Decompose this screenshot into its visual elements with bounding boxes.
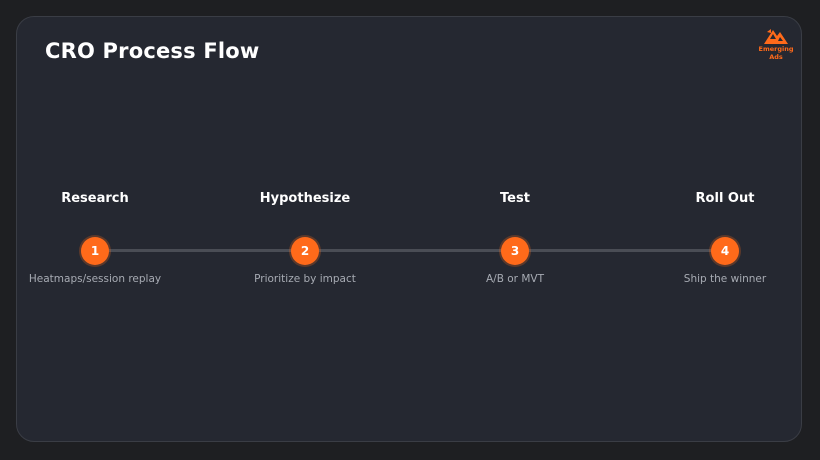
logo-text-line2: Ads [769, 53, 783, 61]
step-number-badge: 4 [711, 237, 739, 265]
step-description: Heatmaps/session replay [28, 273, 162, 285]
step-number-badge: 3 [501, 237, 529, 265]
process-step: Hypothesize 2 Prioritize by impact [215, 191, 395, 291]
step-number-badge: 1 [81, 237, 109, 265]
step-description: Ship the winner [683, 273, 767, 285]
diagram-card: CRO Process Flow Emerging Ads Research 1… [16, 16, 802, 442]
step-description: A/B or MVT [486, 273, 544, 285]
step-description: Prioritize by impact [254, 273, 356, 285]
process-step: Roll Out 4 Ship the winner [635, 191, 815, 291]
step-label: Research [61, 191, 129, 206]
brand-logo: Emerging Ads [755, 27, 797, 67]
logo-text-line1: Emerging [758, 45, 794, 53]
step-label: Roll Out [695, 191, 755, 206]
step-label: Test [500, 191, 530, 206]
step-number-badge: 2 [291, 237, 319, 265]
process-track-line [94, 249, 726, 252]
page-title: CRO Process Flow [45, 39, 260, 63]
process-step: Research 1 Heatmaps/session replay [5, 191, 185, 291]
process-step: Test 3 A/B or MVT [425, 191, 605, 291]
mountain-logo-icon [764, 29, 788, 44]
step-label: Hypothesize [259, 191, 351, 206]
